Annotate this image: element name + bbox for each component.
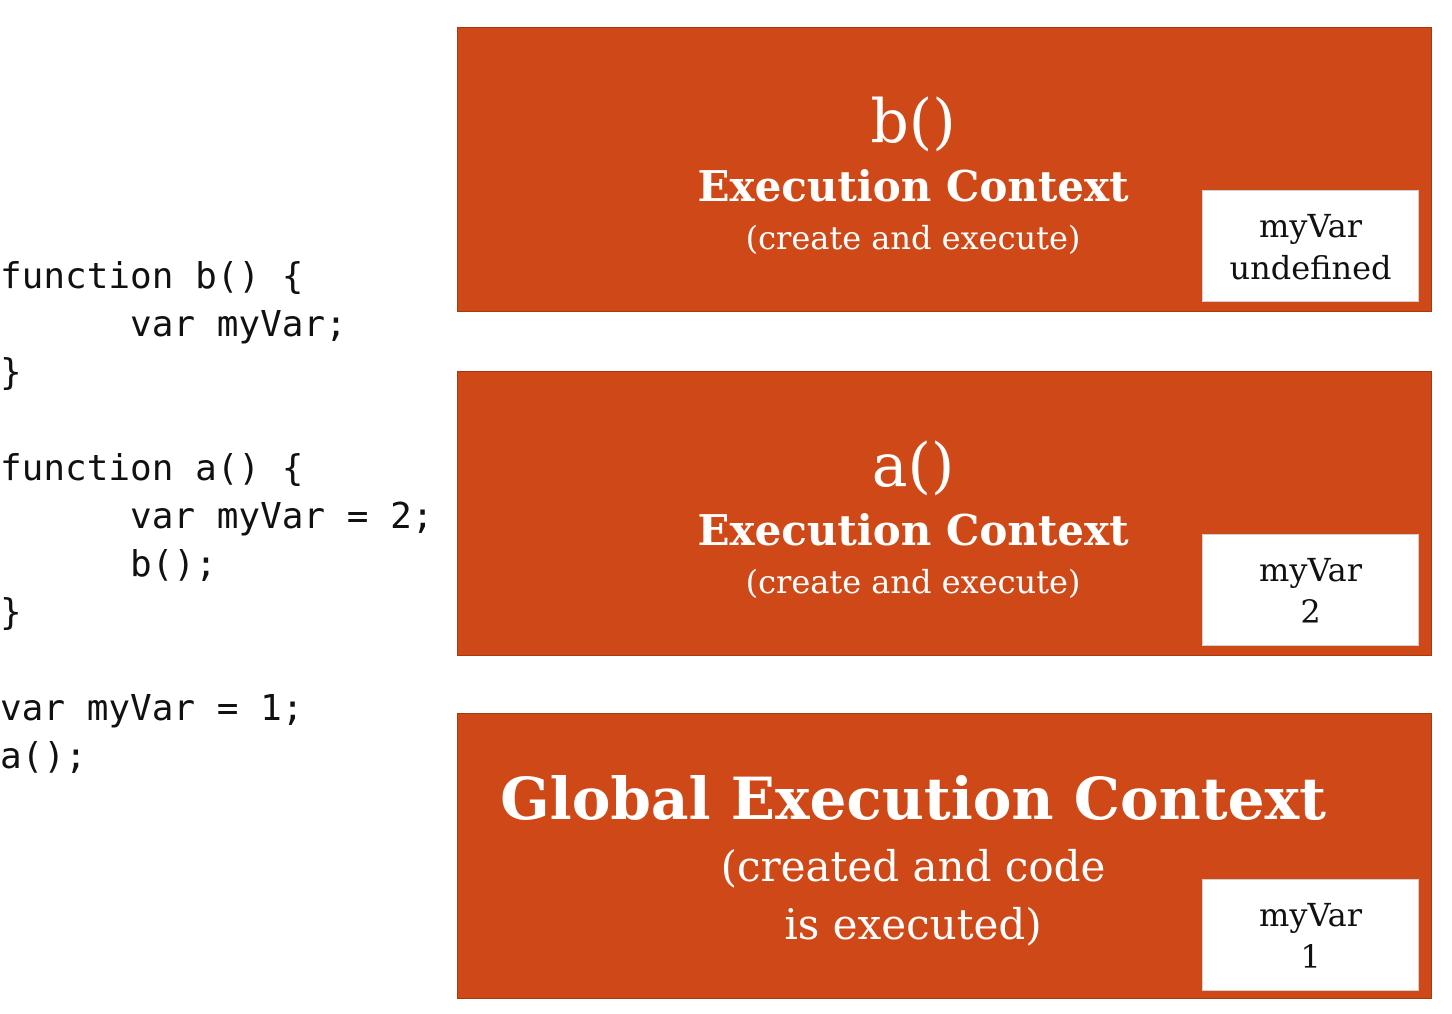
b-execution-context: b() Execution Context (create and execut… — [457, 27, 1432, 312]
variable-name: myVar — [1259, 551, 1362, 589]
variable-name: myVar — [1259, 207, 1362, 245]
code-line: var myVar = 1; — [0, 688, 304, 729]
code-line: } — [0, 592, 22, 633]
code-line — [0, 637, 433, 685]
context-title: Global Execution Context — [500, 765, 1326, 833]
variable-box: myVar undefined — [1202, 190, 1419, 302]
context-function-name: a() — [871, 431, 955, 501]
code-line: function b() { — [0, 256, 304, 297]
context-subtitle-line2: is executed) — [784, 900, 1042, 949]
context-function-name: b() — [870, 87, 956, 157]
code-line: var myVar; — [0, 304, 347, 345]
context-title: Execution Context — [697, 506, 1129, 555]
context-title: Execution Context — [697, 162, 1129, 211]
global-execution-context: Global Execution Context (created and co… — [457, 713, 1432, 999]
code-line: b(); — [0, 544, 217, 585]
code-line: function a() { — [0, 448, 304, 489]
code-line: a(); — [0, 736, 87, 777]
a-execution-context: a() Execution Context (create and execut… — [457, 371, 1432, 656]
variable-value: undefined — [1229, 249, 1392, 287]
context-subtitle: (create and execute) — [745, 563, 1081, 601]
context-subtitle-line1: (created and code — [720, 842, 1106, 891]
variable-name: myVar — [1259, 896, 1362, 934]
code-line: var myVar = 2; — [0, 496, 434, 537]
code-listing: function b() { var myVar;} function a() {… — [0, 253, 433, 781]
code-line — [0, 397, 433, 445]
code-line: } — [0, 352, 22, 393]
variable-box: myVar 2 — [1202, 534, 1419, 646]
context-subtitle: (create and execute) — [745, 219, 1081, 257]
variable-value: 1 — [1300, 938, 1321, 976]
variable-value: 2 — [1300, 593, 1321, 631]
variable-box: myVar 1 — [1202, 879, 1419, 991]
